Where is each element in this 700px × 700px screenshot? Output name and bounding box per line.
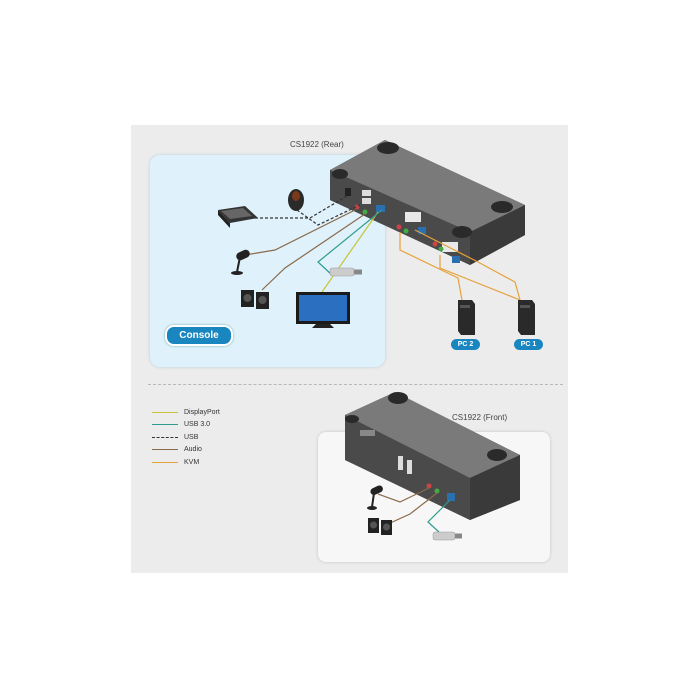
kvm-cable-pc1-b [439, 255, 521, 301]
legend-line-swatch [152, 424, 178, 426]
keyboard-icon [218, 206, 258, 228]
console-label: Console [165, 325, 233, 346]
kvm-cable-pc2 [399, 232, 463, 301]
legend-item: DisplayPort [152, 406, 220, 419]
legend-item: Audio [152, 444, 220, 457]
pc2-label: PC 2 [451, 339, 480, 350]
audio-cable-mic [244, 209, 356, 256]
pc1-label: PC 1 [514, 339, 543, 350]
legend-label: Audio [184, 446, 202, 454]
pc-tower-icon-1 [518, 300, 535, 335]
usb3-cable-drive [317, 209, 383, 276]
legend-line-swatch [152, 411, 178, 413]
displayport-cable-monitor [321, 211, 379, 293]
audio-cable-speakers [261, 213, 366, 291]
usb-cable-mouse [296, 204, 361, 226]
microphone-icon-front [367, 485, 383, 510]
legend-line-swatch [152, 449, 178, 451]
speakers-icon [241, 290, 269, 309]
legend-item: USB [152, 431, 220, 444]
legend-item: KVM [152, 456, 220, 469]
speakers-icon-front [368, 518, 392, 535]
microphone-icon [231, 249, 250, 275]
usb-drive-icon-front [432, 531, 462, 541]
legend-label: USB 3.0 [184, 421, 211, 429]
legend-line-swatch [152, 436, 178, 438]
legend-label: KVM [184, 458, 200, 466]
mouse-icon [288, 189, 304, 211]
front-audio-cable-mic [377, 487, 430, 503]
legend-line-swatch [152, 461, 178, 463]
legend-label: DisplayPort [184, 408, 220, 416]
front-title: CS1922 (Front) [452, 413, 508, 422]
front-usb3-cable-drive [427, 499, 451, 534]
pc-tower-icon-2 [458, 300, 475, 335]
section-divider [148, 384, 563, 385]
legend-item: USB 3.0 [152, 419, 220, 432]
front-audio-cable-speakers [387, 492, 438, 525]
usb-cable-keyboard [250, 195, 348, 219]
kvm-switch-front [345, 392, 520, 520]
usb-drive-icon [329, 267, 362, 277]
rear-title: CS1922 (Rear) [290, 140, 344, 149]
kvm-cable-pc1-a [414, 229, 521, 301]
kvm-switch-rear [330, 140, 525, 265]
monitor-icon [296, 292, 350, 328]
legend-label: USB [184, 433, 199, 441]
